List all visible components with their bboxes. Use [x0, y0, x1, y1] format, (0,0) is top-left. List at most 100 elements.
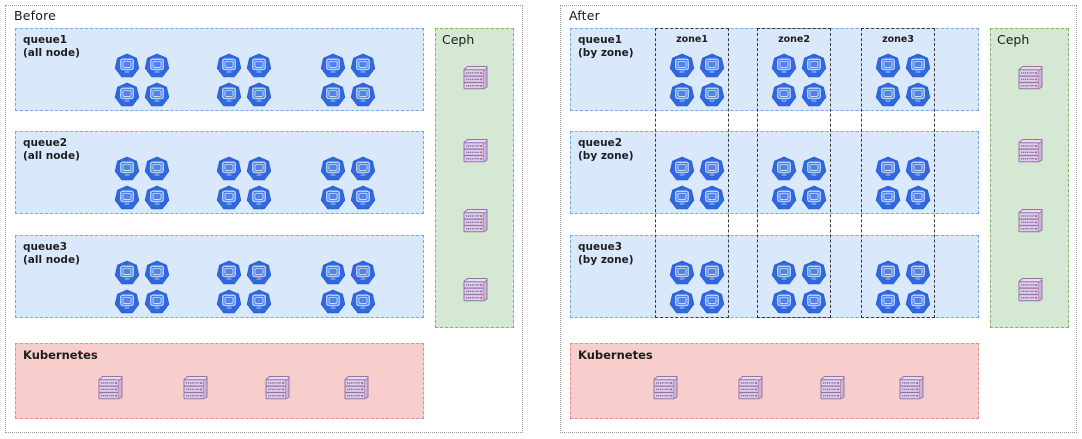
- queue-label-before-queue2: queue2 (all node): [23, 137, 80, 162]
- pod-group-before-queue3-g3-pod-4: [350, 289, 376, 315]
- pod-group-before-queue2-g3-pod-1: [320, 156, 346, 182]
- pod-group-before-queue3-g2-pod-3: [216, 289, 242, 315]
- kubernetes-box-before: Kubernetes: [15, 343, 424, 419]
- pod-group-after-queue2-g3-pod-3: [875, 185, 901, 211]
- ceph-rack-after-3: [1014, 205, 1046, 237]
- panel-title-before: Before: [14, 8, 57, 23]
- pod-group-before-queue3-g1-pod-3: [114, 289, 140, 315]
- ceph-rack-before-2: [459, 135, 491, 167]
- pod-group-after-queue1-g1-pod-3: [669, 82, 695, 108]
- pod-group-after-queue1-g3-pod-4: [905, 82, 931, 108]
- pod-group-after-queue1-g2-pod-4: [801, 82, 827, 108]
- pod-group-after-queue3-g2-pod-4: [801, 289, 827, 315]
- pod-group-before-queue1-g1-pod-1: [114, 53, 140, 79]
- pod-group-after-queue2-g1-pod-3: [669, 185, 695, 211]
- queue-label-after-queue1: queue1 (by zone): [578, 34, 634, 59]
- pod-group-after-queue1-g2-pod-3: [771, 82, 797, 108]
- pod-group-after-queue1-g1-pod-4: [699, 82, 725, 108]
- pod-group-after-queue2-g2-pod-3: [771, 185, 797, 211]
- pod-group-before-queue3-g2-pod-2: [246, 260, 272, 286]
- kubernetes-box-after: Kubernetes: [570, 343, 979, 419]
- pod-group-after-queue2-g3-pod-2: [905, 156, 931, 182]
- kubernetes-rack-after-2: [734, 372, 766, 404]
- pod-group-before-queue1-g1-pod-2: [144, 53, 170, 79]
- kubernetes-rack-before-1: [94, 372, 126, 404]
- panel-before: Before queue1 (all node): [5, 5, 523, 433]
- pod-group-before-queue3-g3-pod-1: [320, 260, 346, 286]
- ceph-label-before: Ceph: [442, 32, 475, 47]
- pod-group-after-queue3-g3-pod-2: [905, 260, 931, 286]
- kubernetes-rack-before-3: [261, 372, 293, 404]
- kubernetes-label-before: Kubernetes: [23, 348, 98, 362]
- queue-box-after-queue3: queue3 (by zone): [570, 235, 979, 318]
- pod-group-after-queue2-g3-pod-4: [905, 185, 931, 211]
- pod-group-before-queue2-g2-pod-4: [246, 185, 272, 211]
- queue-label-after-queue3: queue3 (by zone): [578, 241, 634, 266]
- queue-box-before-queue1: queue1 (all node): [15, 28, 424, 111]
- pod-group-after-queue3-g1-pod-4: [699, 289, 725, 315]
- pod-group-after-queue3-g2-pod-2: [801, 260, 827, 286]
- pod-group-before-queue3-g2-pod-1: [216, 260, 242, 286]
- pod-group-after-queue3-g1-pod-1: [669, 260, 695, 286]
- ceph-rack-before-1: [459, 62, 491, 94]
- pod-group-after-queue2-g1-pod-2: [699, 156, 725, 182]
- pod-group-before-queue3-g1-pod-1: [114, 260, 140, 286]
- pod-group-after-queue3-g1-pod-3: [669, 289, 695, 315]
- pod-group-before-queue3-g1-pod-4: [144, 289, 170, 315]
- pod-group-before-queue1-g3-pod-4: [350, 82, 376, 108]
- pod-group-after-queue3-g1-pod-2: [699, 260, 725, 286]
- pod-group-before-queue1-g3-pod-3: [320, 82, 346, 108]
- kubernetes-label-after: Kubernetes: [578, 348, 653, 362]
- pod-group-before-queue1-g2-pod-1: [216, 53, 242, 79]
- queue-box-after-queue1: queue1 (by zone): [570, 28, 979, 111]
- ceph-rack-after-2: [1014, 135, 1046, 167]
- pod-group-before-queue2-g1-pod-3: [114, 185, 140, 211]
- ceph-box-after: Ceph: [990, 28, 1069, 328]
- pod-group-before-queue2-g2-pod-3: [216, 185, 242, 211]
- ceph-rack-after-4: [1014, 274, 1046, 306]
- kubernetes-rack-after-3: [816, 372, 848, 404]
- queue-box-before-queue3: queue3 (all node): [15, 235, 424, 318]
- panel-after: After queue1 (by zone): [560, 5, 1077, 433]
- pod-group-after-queue1-g1-pod-2: [699, 53, 725, 79]
- pod-group-before-queue2-g1-pod-4: [144, 185, 170, 211]
- pod-group-before-queue1-g2-pod-2: [246, 53, 272, 79]
- pod-group-after-queue3-g2-pod-3: [771, 289, 797, 315]
- pod-group-before-queue3-g2-pod-4: [246, 289, 272, 315]
- pod-group-before-queue2-g1-pod-1: [114, 156, 140, 182]
- ceph-rack-after-1: [1014, 62, 1046, 94]
- pod-group-before-queue1-g2-pod-3: [216, 82, 242, 108]
- pod-group-before-queue2-g2-pod-2: [246, 156, 272, 182]
- pod-group-before-queue2-g2-pod-1: [216, 156, 242, 182]
- pod-group-after-queue1-g3-pod-3: [875, 82, 901, 108]
- pod-group-after-queue1-g1-pod-1: [669, 53, 695, 79]
- pod-group-after-queue3-g3-pod-1: [875, 260, 901, 286]
- pod-group-after-queue1-g2-pod-1: [771, 53, 797, 79]
- pod-group-after-queue3-g3-pod-3: [875, 289, 901, 315]
- kubernetes-rack-before-4: [340, 372, 372, 404]
- pod-group-before-queue1-g3-pod-2: [350, 53, 376, 79]
- pod-group-before-queue1-g2-pod-4: [246, 82, 272, 108]
- ceph-label-after: Ceph: [997, 32, 1030, 47]
- ceph-rack-before-3: [459, 205, 491, 237]
- pod-group-after-queue2-g1-pod-4: [699, 185, 725, 211]
- pod-group-before-queue1-g3-pod-1: [320, 53, 346, 79]
- pod-group-after-queue2-g2-pod-4: [801, 185, 827, 211]
- pod-group-after-queue3-g3-pod-4: [905, 289, 931, 315]
- kubernetes-rack-after-1: [649, 372, 681, 404]
- queue-label-after-queue2: queue2 (by zone): [578, 137, 634, 162]
- queue-box-before-queue2: queue2 (all node): [15, 131, 424, 214]
- pod-group-before-queue1-g1-pod-4: [144, 82, 170, 108]
- pod-group-after-queue1-g3-pod-1: [875, 53, 901, 79]
- kubernetes-rack-after-4: [895, 372, 927, 404]
- pod-group-before-queue3-g3-pod-2: [350, 260, 376, 286]
- pod-group-before-queue3-g3-pod-3: [320, 289, 346, 315]
- pod-group-after-queue2-g1-pod-1: [669, 156, 695, 182]
- ceph-rack-before-4: [459, 274, 491, 306]
- panel-title-after: After: [569, 8, 601, 23]
- queue-label-before-queue3: queue3 (all node): [23, 241, 80, 266]
- pod-group-after-queue1-g2-pod-2: [801, 53, 827, 79]
- queue-box-after-queue2: queue2 (by zone): [570, 131, 979, 214]
- queue-label-before-queue1: queue1 (all node): [23, 34, 80, 59]
